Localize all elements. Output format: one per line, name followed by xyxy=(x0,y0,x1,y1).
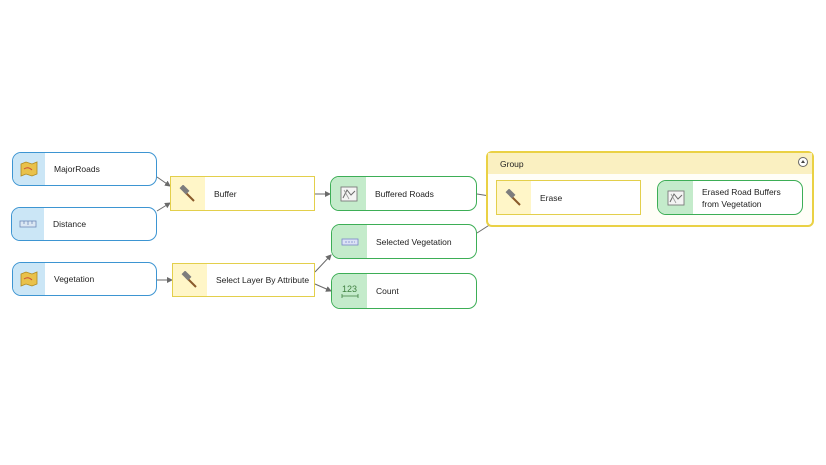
node-erase[interactable]: Erase xyxy=(496,180,641,215)
node-label: Buffer xyxy=(214,188,237,199)
hammer-icon xyxy=(497,181,531,214)
feature-class-icon xyxy=(13,153,45,185)
node-label: Buffered Roads xyxy=(375,188,434,199)
node-count[interactable]: 123 Count xyxy=(331,273,477,309)
node-label: Distance xyxy=(53,219,87,229)
hammer-icon xyxy=(171,177,205,210)
node-label: Erased Road Buffers from Vegetation xyxy=(693,186,781,210)
node-label-line-2: from Vegetation xyxy=(702,198,762,209)
node-label-line-1: Erased Road Buffers xyxy=(702,186,781,197)
node-erased-road-buffers[interactable]: Erased Road Buffers from Vegetation xyxy=(657,180,803,215)
connector-distance-buffer xyxy=(156,202,171,212)
selection-layer-icon xyxy=(332,225,367,258)
connector-selectlayer-selectedveg xyxy=(314,254,332,273)
count-icon: 123 xyxy=(332,274,367,308)
count-icon-text: 123 xyxy=(341,284,358,294)
node-vegetation[interactable]: Vegetation xyxy=(12,262,157,296)
node-label: Selected Vegetation xyxy=(376,236,452,247)
node-label: Count xyxy=(376,286,399,296)
node-buffered-roads[interactable]: Buffered Roads xyxy=(330,176,477,211)
node-label: MajorRoads xyxy=(54,164,100,174)
polygon-layer-icon xyxy=(331,177,366,210)
hammer-icon xyxy=(173,264,207,296)
group-title: Group xyxy=(500,158,524,169)
node-label: Erase xyxy=(540,192,563,203)
polygon-layer-icon xyxy=(658,181,693,214)
linear-unit-icon xyxy=(12,208,44,240)
feature-class-icon xyxy=(13,263,45,295)
collapse-group-button[interactable] xyxy=(798,157,808,167)
node-label: Vegetation xyxy=(54,274,95,284)
connector-selectlayer-count xyxy=(314,283,332,292)
node-distance[interactable]: Distance xyxy=(11,207,157,241)
connector-majorroads-buffer xyxy=(156,176,171,187)
group-header[interactable]: Group xyxy=(488,153,812,174)
node-selected-vegetation[interactable]: Selected Vegetation xyxy=(331,224,477,259)
node-major-roads[interactable]: MajorRoads xyxy=(12,152,157,186)
node-select-layer-by-attribute[interactable]: Select Layer By Attribute xyxy=(172,263,315,297)
node-label: Select Layer By Attribute xyxy=(216,275,310,285)
node-buffer[interactable]: Buffer xyxy=(170,176,315,211)
